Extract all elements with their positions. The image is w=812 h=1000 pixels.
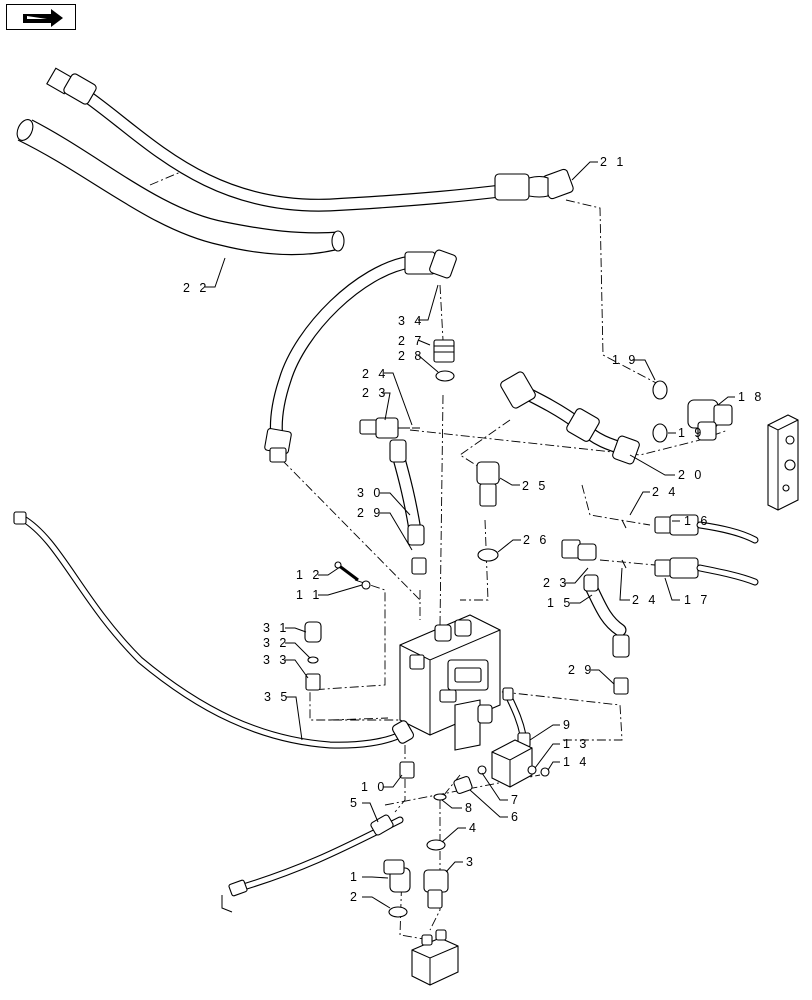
callout-8: 8 <box>465 801 475 815</box>
callout-5: 5 <box>350 796 360 810</box>
callout-1: 1 <box>350 870 360 884</box>
callout-13: 1 3 <box>563 737 589 751</box>
o-ring-19a <box>652 380 668 400</box>
callout-19-upper: 1 9 <box>612 353 638 367</box>
callout-24-right-lower: 2 4 <box>632 593 658 607</box>
fitting-29b <box>613 677 629 695</box>
next-page-arrow-icon <box>23 9 63 27</box>
callout-17: 1 7 <box>684 593 710 607</box>
callout-15: 1 5 <box>547 596 573 610</box>
bottom-valve-block <box>411 929 459 986</box>
hose-5 <box>221 814 404 913</box>
callout-19-lower: 1 9 <box>678 426 704 440</box>
callout-18: 1 8 <box>738 390 764 404</box>
callout-3: 3 <box>466 855 476 869</box>
fitting-23a <box>359 417 410 439</box>
callout-21: 2 1 <box>600 155 626 169</box>
callout-24-upper: 2 4 <box>362 367 388 381</box>
o-ring-2 <box>388 906 408 918</box>
leader-lines <box>205 161 735 909</box>
tee-fitting-18 <box>687 399 733 441</box>
fitting-27 <box>433 339 455 363</box>
callout-6: 6 <box>511 810 521 824</box>
fitting-23b <box>561 539 597 561</box>
callout-25: 2 5 <box>522 479 548 493</box>
callout-35: 3 5 <box>264 690 290 704</box>
assembly-lines <box>149 167 729 941</box>
callout-32: 3 2 <box>263 636 289 650</box>
fitting-3 <box>423 869 449 909</box>
callout-14: 1 4 <box>563 755 589 769</box>
fitting-10 <box>399 761 415 779</box>
callout-4: 4 <box>469 821 479 835</box>
callout-29-lower: 2 9 <box>568 663 594 677</box>
callout-22: 2 2 <box>183 281 209 295</box>
o-ring-19b <box>652 423 668 443</box>
hose-16 <box>654 514 759 544</box>
callout-12: 1 2 <box>296 568 322 582</box>
callout-29-upper: 2 9 <box>357 506 383 520</box>
callout-24-right-upper: 2 4 <box>652 485 678 499</box>
next-page-button[interactable] <box>6 4 76 30</box>
callout-34: 3 4 <box>398 314 424 328</box>
callout-2: 2 <box>350 890 360 904</box>
tube-20 <box>500 371 640 465</box>
washer-24c <box>621 559 627 569</box>
tube-15 <box>583 574 630 658</box>
o-ring-4 <box>426 839 446 851</box>
hose-35 <box>13 511 415 749</box>
hose-21 <box>46 67 574 212</box>
washer-unlabeled <box>477 765 487 775</box>
callout-23-upper: 2 3 <box>362 386 388 400</box>
o-ring-28 <box>435 370 455 382</box>
fitting-25 <box>476 461 500 507</box>
manifold-block <box>767 414 799 511</box>
elbow-1 <box>383 859 411 893</box>
o-ring-32 <box>307 656 319 664</box>
hose-34 <box>264 249 457 463</box>
fitting-29a <box>411 557 427 575</box>
callout-28: 2 8 <box>398 349 424 363</box>
callout-16: 1 6 <box>684 514 710 528</box>
hose-17 <box>654 557 759 586</box>
o-ring-26 <box>477 548 499 562</box>
o-ring-8 <box>433 793 447 801</box>
washer-11 <box>361 580 371 590</box>
valve-body <box>399 614 501 751</box>
callout-31: 3 1 <box>263 621 289 635</box>
washer-24b <box>621 519 627 529</box>
callout-9: 9 <box>563 718 573 732</box>
tube-30 <box>389 439 425 546</box>
callout-33: 3 3 <box>263 653 289 667</box>
callout-labels: 2 1 2 2 3 4 2 7 2 8 2 4 2 3 1 9 1 8 1 9 … <box>183 155 764 904</box>
callout-26: 2 6 <box>523 533 549 547</box>
washer-13 <box>527 765 537 775</box>
callout-10: 1 0 <box>361 780 387 794</box>
callout-20: 2 0 <box>678 468 704 482</box>
fitting-33 <box>305 673 321 691</box>
block-7 <box>491 739 533 788</box>
nut-14 <box>540 767 550 777</box>
fitting-6 <box>453 775 473 795</box>
cap-31 <box>304 621 322 643</box>
bolt-12 <box>334 561 359 582</box>
callout-30: 3 0 <box>357 486 383 500</box>
sleeve-22 <box>16 119 345 256</box>
callout-7: 7 <box>511 793 521 807</box>
callout-23-lower: 2 3 <box>543 576 569 590</box>
callout-27: 2 7 <box>398 334 424 348</box>
callout-11: 1 1 <box>296 588 322 602</box>
